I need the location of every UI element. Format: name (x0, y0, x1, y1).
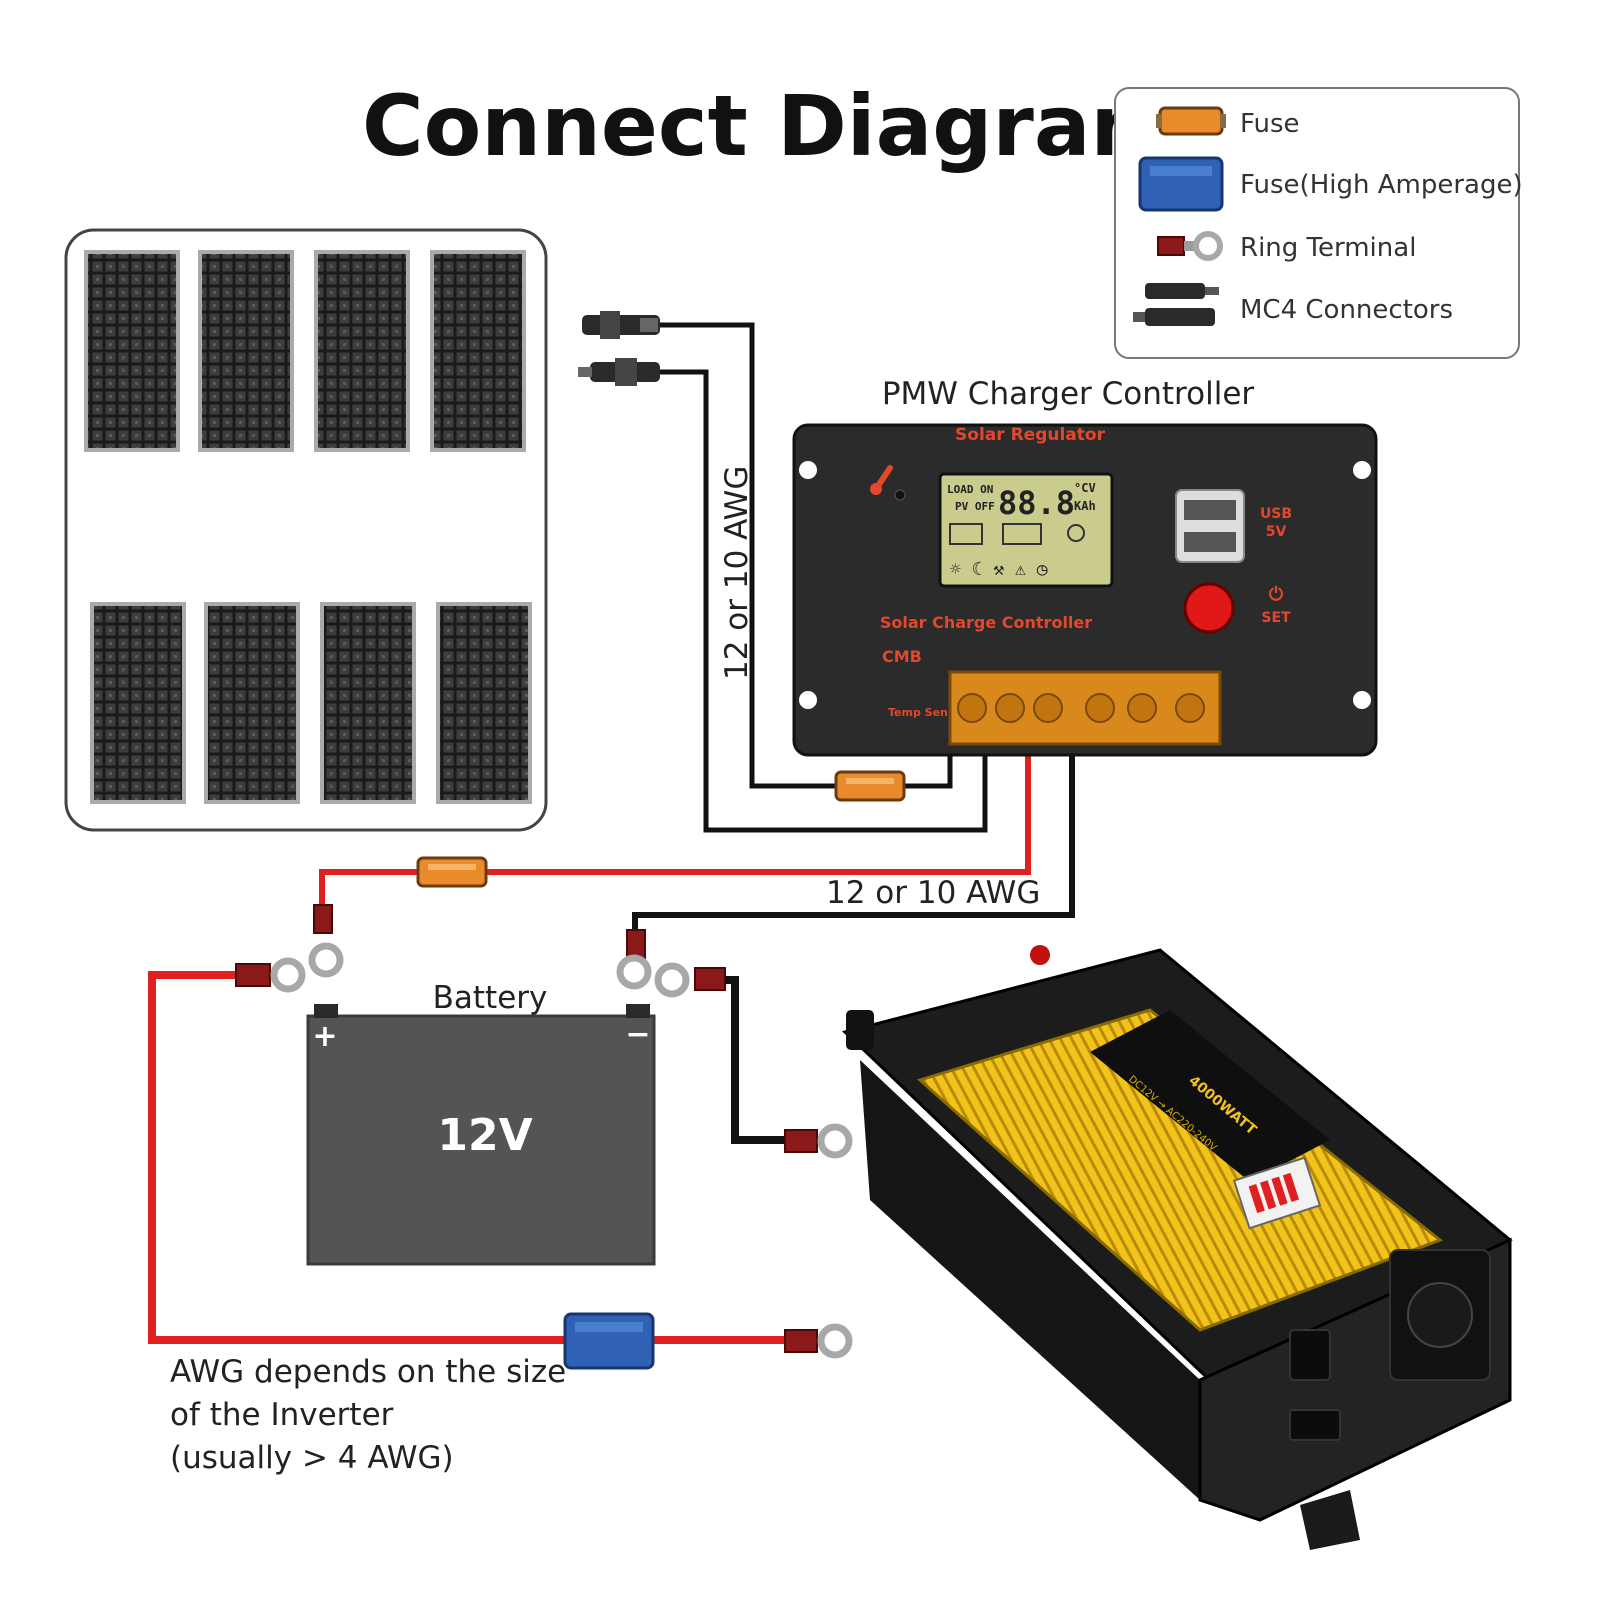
inverter-side (860, 1060, 1200, 1500)
ring-terminal-icon (1157, 231, 1223, 261)
inverter-label-plate (1090, 1010, 1330, 1182)
high-amperage-fuse-icon (563, 1312, 655, 1370)
solar-panel (314, 250, 410, 452)
inverter-note-line3: (usually > 4 AWG) (170, 1440, 454, 1476)
controller-brand: CMB (882, 647, 922, 666)
legend: Fuse Fuse(High Amperage) Ring Terminal M… (1114, 87, 1523, 359)
power-inverter: 4000WATT DC12V → AC220-240V (842, 945, 1513, 1550)
battery: Battery + − 12V (306, 980, 656, 1266)
ring-terminal-icon (784, 1323, 853, 1359)
solar-panel (204, 602, 300, 804)
pv-fuse-icon (834, 770, 906, 802)
battery-level-icon (1248, 1172, 1300, 1214)
temp-sensor-label: Temp Sensor (888, 706, 968, 719)
lcd-unit-bottom: KAh (1074, 499, 1096, 513)
inverter-note-line2: of the Inverter (170, 1397, 394, 1433)
lcd-battery-icon (1002, 523, 1042, 545)
usb-ports (1175, 489, 1245, 563)
legend-ring-terminal-label: Ring Terminal (1240, 233, 1416, 263)
battery-label: Battery (433, 980, 548, 1016)
battery-fuse-icon (416, 856, 488, 888)
controller-caption: PMW Charger Controller (882, 376, 1255, 412)
usb-label: USB (1260, 506, 1292, 522)
solar-panel (90, 602, 186, 804)
inverter-black-terminal (846, 1010, 874, 1050)
legend-mc4-label: MC4 Connectors (1240, 295, 1453, 325)
controller-middle-label: Solar Charge Controller (880, 613, 1092, 632)
pv-wire-label: 12 or 10 AWG (719, 466, 755, 680)
lcd-load-on: LOAD ON (947, 483, 993, 496)
charge-controller: PMW Charger Controller Solar Regulator L… (792, 376, 1378, 757)
solar-panel (430, 250, 526, 452)
battery-body (306, 1014, 656, 1266)
solar-panel (84, 250, 180, 452)
inverter-note-line1: AWG depends on the size (170, 1354, 566, 1390)
ring-terminal-icon (616, 929, 652, 990)
battery-positive-terminal (314, 1004, 338, 1018)
battery-wire-label: 12 or 10 AWG (826, 875, 1040, 911)
lcd-pv-off: PV OFF (955, 500, 995, 513)
inverter-red-terminal (1030, 945, 1050, 965)
ring-terminal-icon (654, 962, 726, 998)
set-label: SET (1261, 610, 1291, 626)
set-button[interactable] (1183, 582, 1235, 634)
battery-voltage: 12V (437, 1110, 532, 1161)
ring-terminal-icon (235, 957, 306, 993)
inverter-power-switch[interactable] (1289, 1329, 1331, 1381)
mc4-connectors-icon (1133, 283, 1219, 326)
lcd-bulb-icon (1067, 524, 1085, 542)
solar-panel-array (64, 228, 548, 832)
legend-fuse-label: Fuse (1240, 109, 1300, 139)
usb-voltage: 5V (1266, 524, 1287, 540)
inverter-mounting-foot (1300, 1490, 1360, 1550)
solar-panel (320, 602, 416, 804)
inverter-heat-fins (917, 1008, 1444, 1332)
high-amperage-fuse-icon (1138, 156, 1224, 212)
lcd-digits: 88.8 (998, 484, 1075, 522)
solar-panel (198, 250, 294, 452)
mc4-connector-bottom (578, 358, 660, 386)
battery-negative-terminal (626, 1004, 650, 1018)
legend-high-amperage-label: Fuse(High Amperage) (1240, 170, 1523, 200)
controller-top-label: Solar Regulator (955, 425, 1106, 445)
lcd-panel-icon (949, 523, 983, 545)
ring-terminal-icon (784, 1123, 853, 1159)
thermometer-icon (870, 465, 906, 501)
power-icon: ⏻ (1269, 584, 1284, 605)
terminal-block (948, 670, 1222, 746)
lcd-unit-top: °CV (1074, 481, 1096, 495)
diagram-title: Connect Diagram (362, 77, 1178, 175)
solar-panel (436, 602, 532, 804)
battery-minus-sign: − (625, 1017, 650, 1052)
inverter-usb-ports[interactable] (1289, 1409, 1341, 1441)
battery-plus-sign: + (312, 1019, 337, 1054)
mc4-connector-top (582, 311, 660, 339)
fuse-icon (1156, 106, 1226, 136)
battery-wires (319, 740, 1075, 935)
lcd-screen: LOAD ON PV OFF 88.8 °CV KAh ☼ ☾ ⚒ ⚠ ◷ (938, 472, 1114, 588)
ring-terminal-icon (308, 904, 344, 978)
lcd-status-icons: ☼ ☾ ⚒ ⚠ ◷ (950, 559, 1048, 580)
